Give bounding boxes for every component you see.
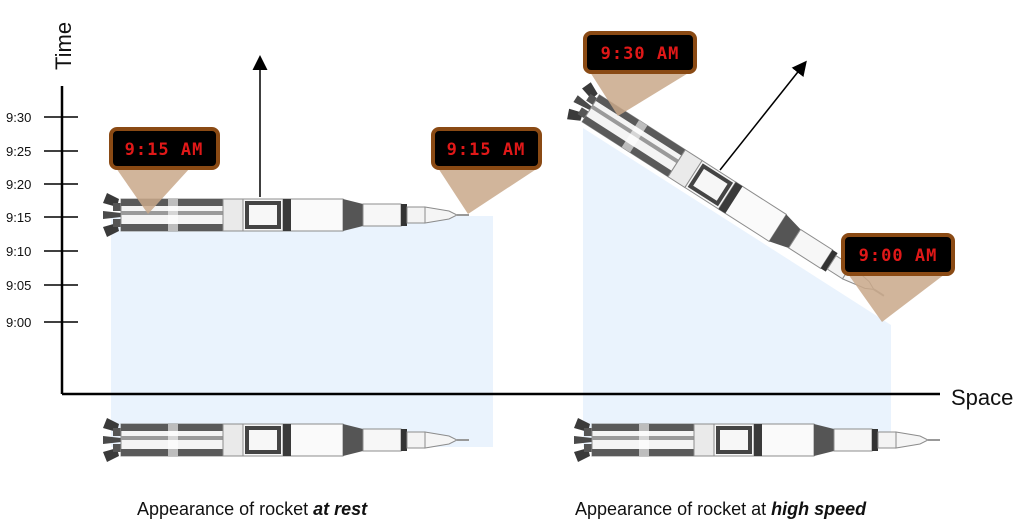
- clock-speed-nose-time: 9:00 AM: [859, 246, 938, 266]
- time-ticks: [44, 116, 78, 323]
- rest-shade: [111, 216, 493, 447]
- speed-shade: [583, 128, 891, 447]
- space-axis-label: Space: [951, 385, 1013, 410]
- tick-label-915: 9:15: [6, 210, 31, 225]
- tick-label-910: 9:10: [6, 244, 31, 259]
- clock-speed-tail-time: 9:30 AM: [601, 44, 680, 64]
- clock-speed-tail: 9:30 AM: [583, 31, 697, 116]
- clock-rest-tail-time: 9:15 AM: [125, 140, 204, 160]
- time-axis-label: Time: [51, 22, 76, 70]
- caption-rest: Appearance of rocket at rest: [137, 499, 367, 520]
- tick-label-900: 9:00: [6, 315, 31, 330]
- clock-rest-tail: 9:15 AM: [109, 127, 220, 214]
- caption-speed-emphasis: high speed: [771, 499, 867, 519]
- caption-speed-prefix: Appearance of rocket at: [575, 499, 772, 519]
- tick-label-920: 9:20: [6, 177, 31, 192]
- tick-label-925: 9:25: [6, 144, 31, 159]
- caption-rest-prefix: Appearance of rocket: [137, 499, 314, 519]
- speed-velocity-arrow: [719, 60, 807, 171]
- clock-rest-nose-time: 9:15 AM: [447, 140, 526, 160]
- tick-label-905: 9:05: [6, 278, 31, 293]
- caption-rest-emphasis: at rest: [313, 499, 368, 519]
- caption-speed: Appearance of rocket at high speed: [575, 499, 866, 520]
- clock-speed-nose: 9:00 AM: [841, 233, 955, 322]
- tick-label-930: 9:30: [6, 110, 31, 125]
- clock-rest-nose: 9:15 AM: [431, 127, 542, 214]
